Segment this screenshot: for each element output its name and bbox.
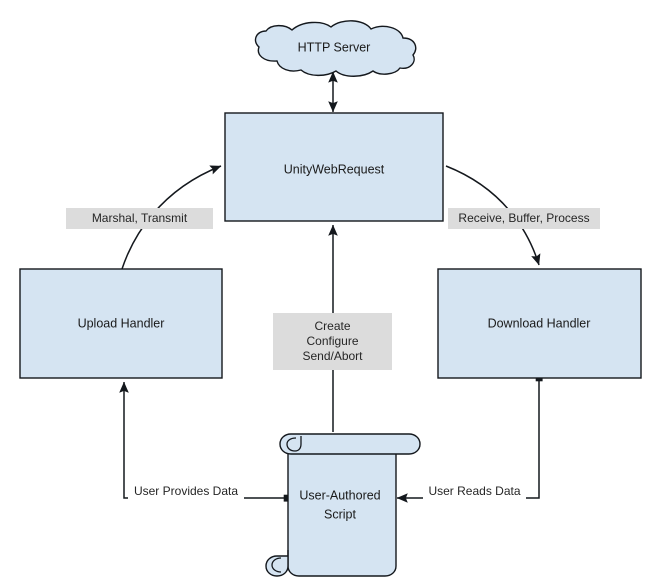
node-unity-web-request[interactable]: UnityWebRequest: [224, 112, 444, 222]
marshal-transmit-text: Marshal, Transmit: [92, 211, 188, 225]
node-download-handler[interactable]: Download Handler: [437, 268, 642, 379]
edge-script-to-upload: [119, 381, 291, 502]
script-body-shape: [287, 444, 397, 577]
edge-script-upload-path: [119, 381, 291, 502]
download-handler-rect: [437, 268, 642, 379]
unity-web-request-label: UnityWebRequest: [284, 162, 385, 176]
upload-handler-label: Upload Handler: [78, 316, 165, 330]
http-server-label: HTTP Server: [298, 40, 371, 54]
user-provides-data-text: User Provides Data: [134, 484, 238, 498]
create-configure-box: [273, 313, 392, 370]
user-reads-data-text: User Reads Data: [428, 484, 520, 498]
edge-label-marshal-transmit: Marshal, Transmit: [66, 208, 213, 229]
receive-buffer-process-box: [448, 208, 600, 229]
node-upload-handler[interactable]: Upload Handler: [19, 268, 223, 379]
edge-label-user-reads-data: User Reads Data: [423, 483, 526, 500]
edge-label-receive-buffer-process: Receive, Buffer, Process: [448, 208, 600, 229]
script-top-curl: [279, 433, 421, 455]
user-reads-data-box: [423, 483, 526, 500]
script-label-line1: User-Authored: [299, 488, 380, 502]
script-label-line2: Script: [324, 507, 356, 521]
user-provides-data-box: [128, 483, 244, 500]
node-user-authored-script[interactable]: User-Authored Script: [265, 433, 421, 577]
marshal-transmit-box: [66, 208, 213, 229]
create-label-line3: Send/Abort: [302, 349, 363, 363]
edge-label-create-configure-send-abort: Create Configure Send/Abort: [273, 313, 392, 370]
create-label-line2: Configure: [306, 334, 358, 348]
receive-buffer-process-text: Receive, Buffer, Process: [458, 211, 589, 225]
script-bottom-swirl: [271, 557, 282, 573]
edge-label-user-provides-data: User Provides Data: [128, 483, 244, 500]
script-bottom-curl: [265, 550, 289, 577]
download-handler-label: Download Handler: [488, 316, 591, 330]
create-label-line1: Create: [314, 319, 350, 333]
unity-web-request-rect: [224, 112, 444, 222]
http-server-cloud-shape: [254, 20, 417, 77]
upload-handler-rect: [19, 268, 223, 379]
script-top-swirl: [286, 436, 302, 452]
node-http-server[interactable]: HTTP Server: [254, 20, 417, 77]
